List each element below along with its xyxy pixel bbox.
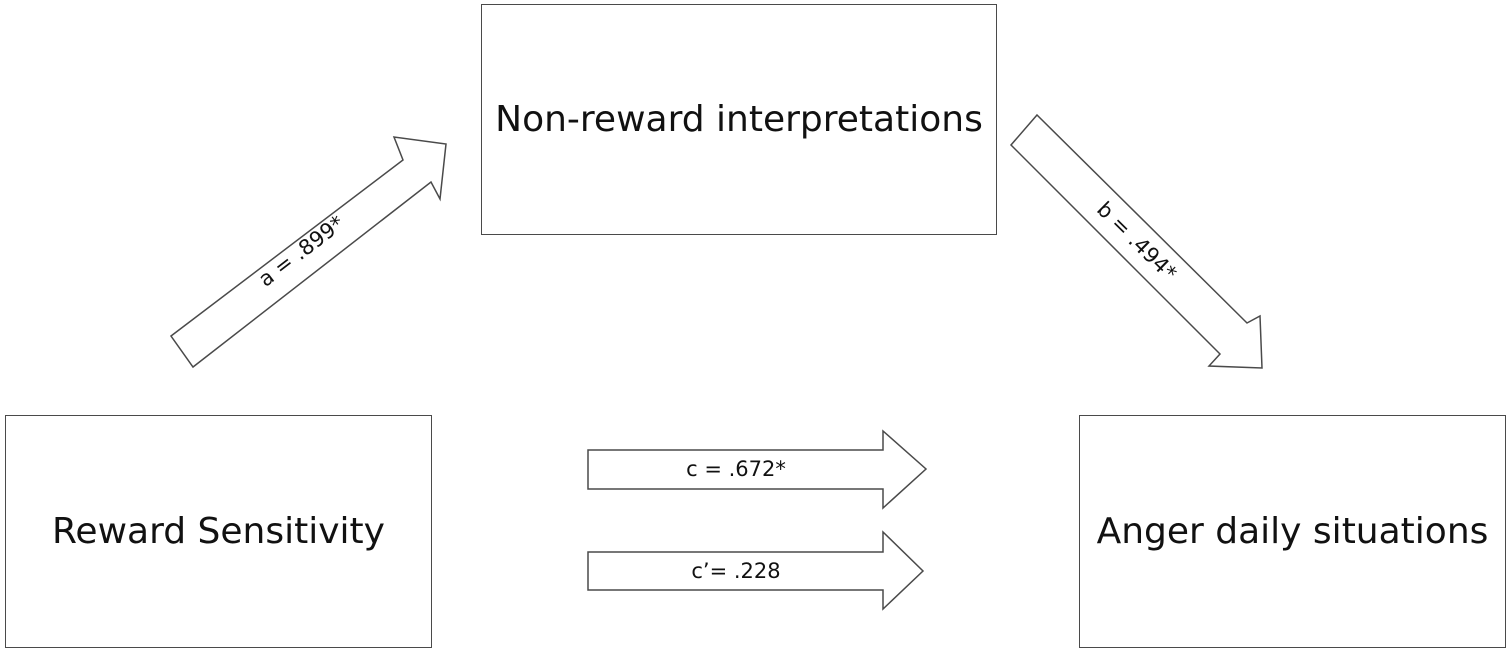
outcome-box: Anger daily situations (1079, 415, 1506, 648)
mediator-label: Non-reward interpretations (495, 99, 983, 140)
path-c-arrow: c = .672* (587, 429, 928, 510)
path-a-arrow-shape (169, 136, 447, 369)
mediator-box: Non-reward interpretations (481, 4, 997, 235)
predictor-box: Reward Sensitivity (5, 415, 432, 648)
path-b-arrow-shape (1009, 113, 1263, 369)
path-c-arrow-shape (587, 429, 928, 510)
path-c-prime-label: c’= .228 (691, 559, 780, 583)
path-b-arrow: b = .494* (1009, 113, 1263, 369)
path-b-label: b = .494* (1092, 197, 1181, 285)
path-c-label: c = .672* (686, 457, 786, 481)
predictor-label: Reward Sensitivity (52, 511, 385, 552)
path-a-arrow: a = .899* (169, 136, 447, 369)
path-c-prime-arrow: c’= .228 (587, 530, 925, 611)
outcome-label: Anger daily situations (1096, 511, 1489, 552)
path-c-prime-arrow-shape (587, 530, 925, 611)
